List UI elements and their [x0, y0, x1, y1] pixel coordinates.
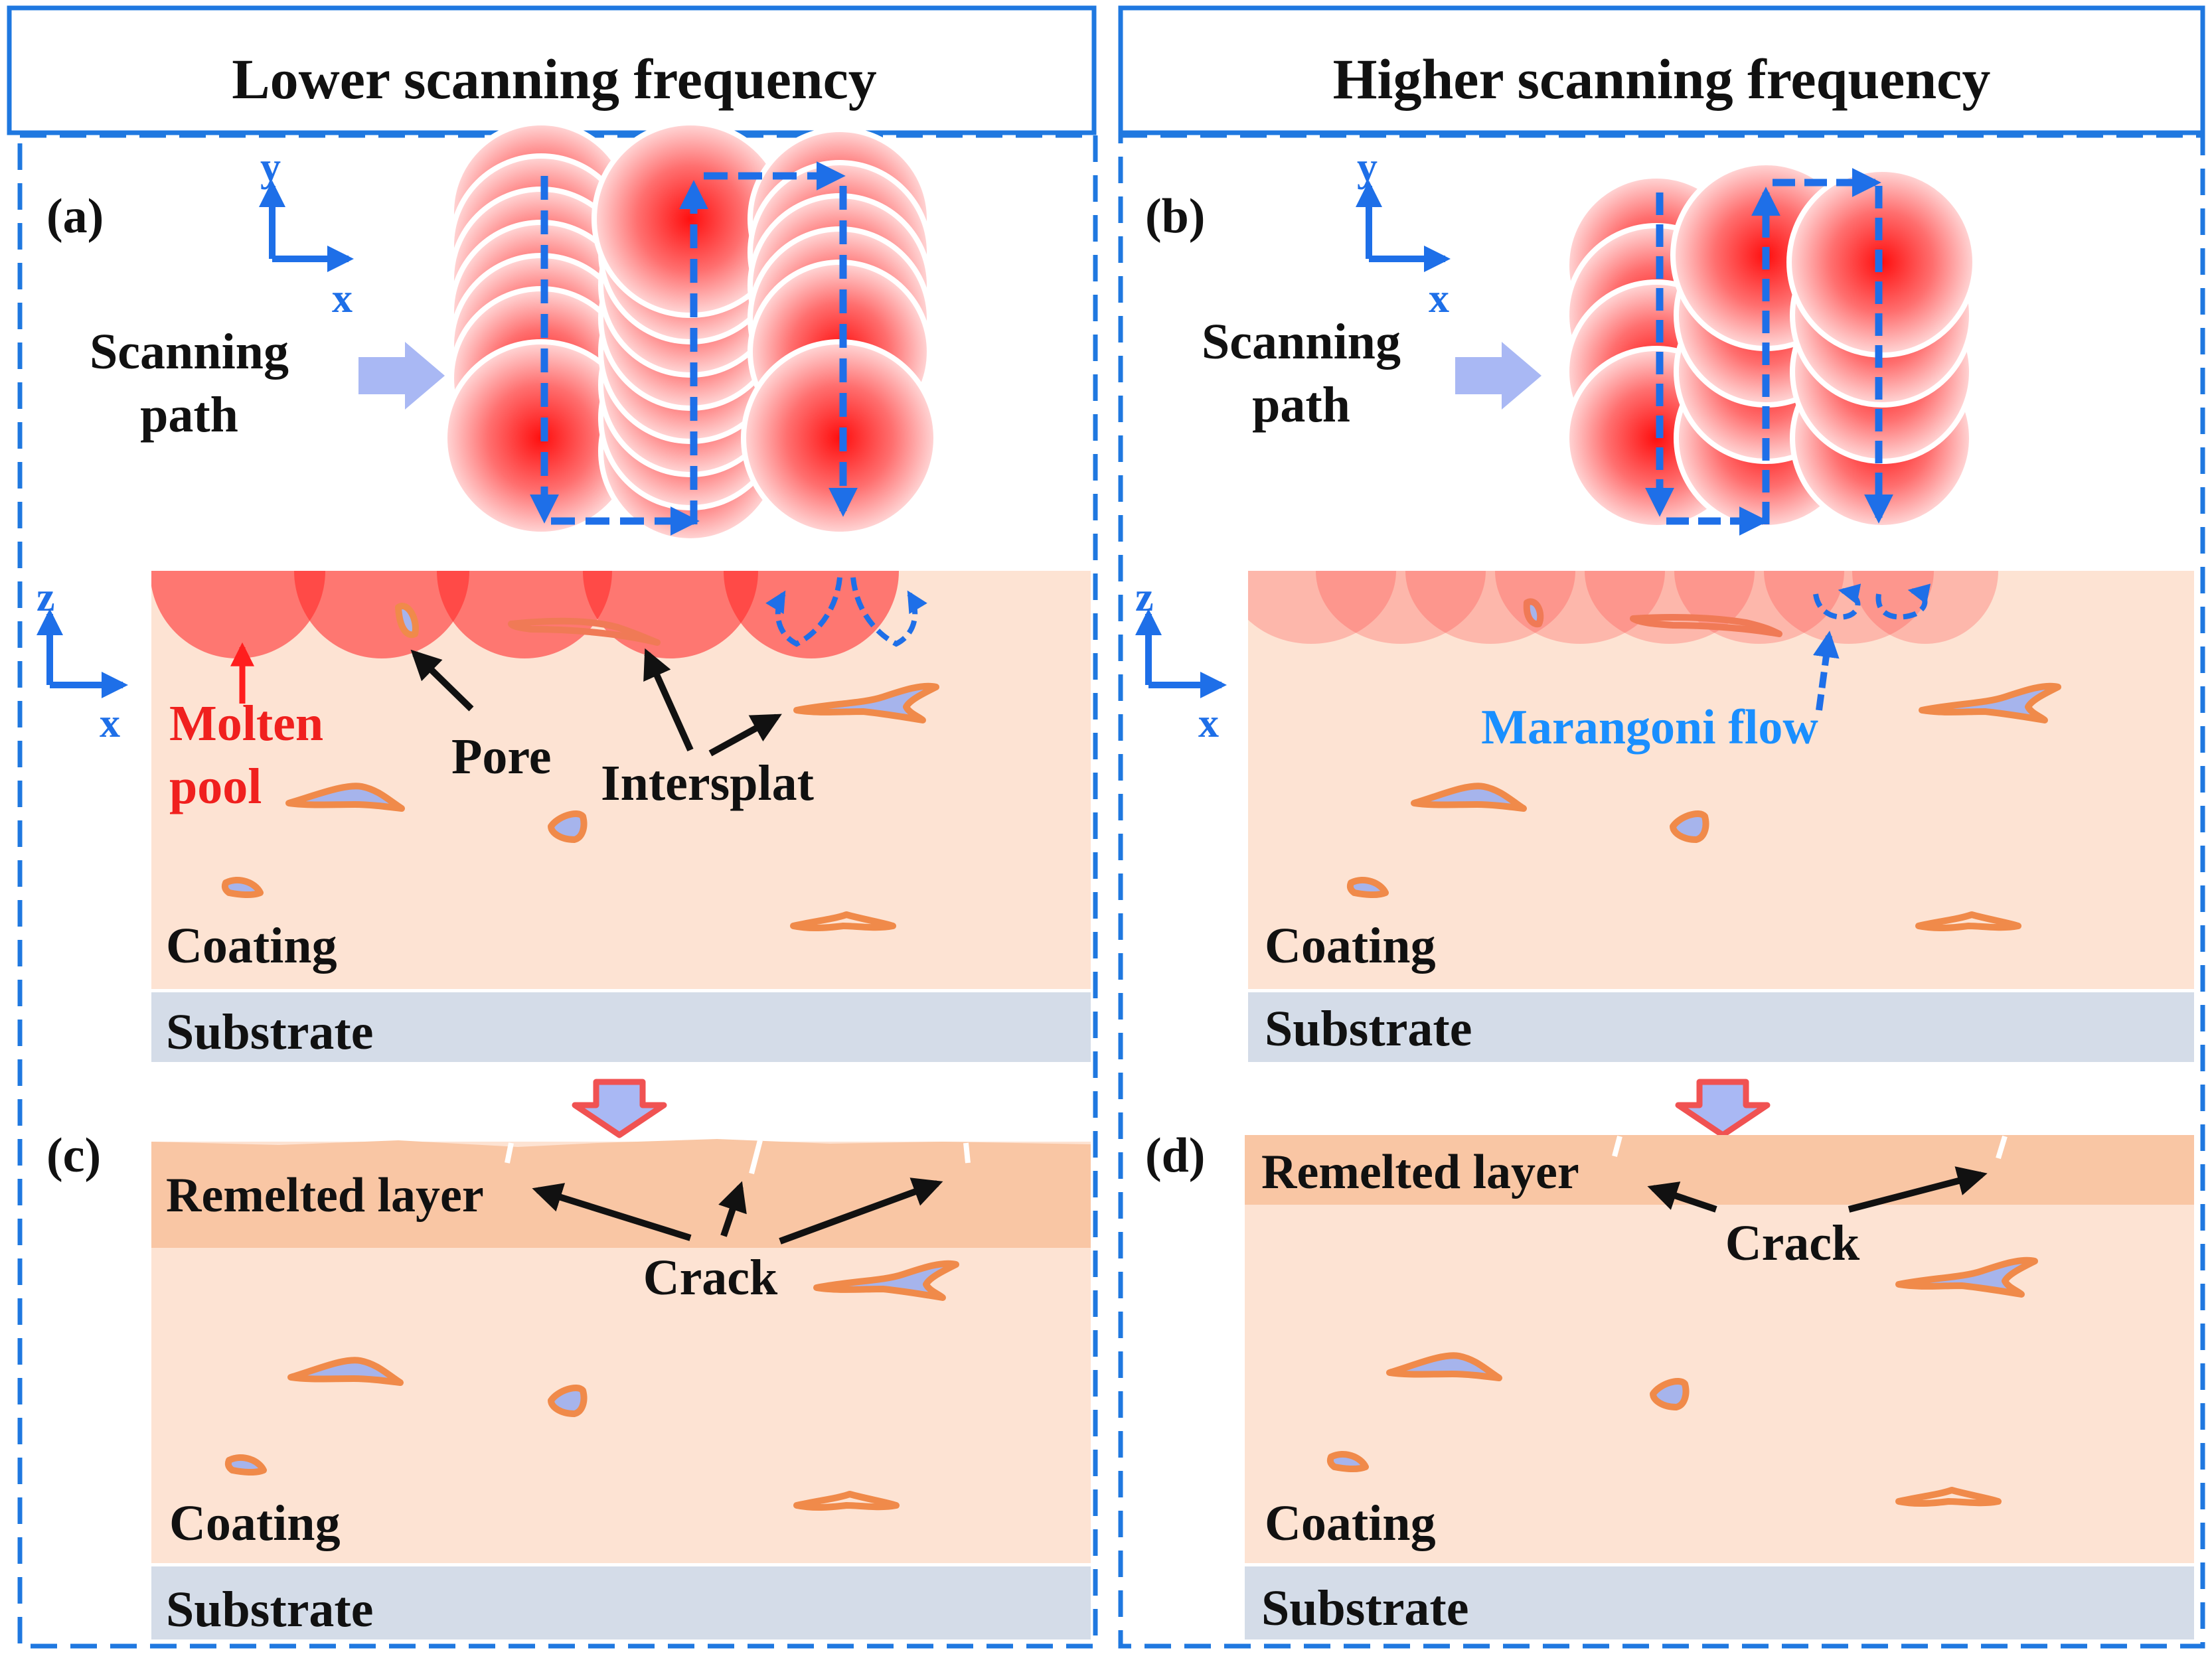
intersplat-pointer-1 — [643, 648, 694, 752]
defects-d — [1326, 1256, 2038, 1507]
intersplat-label: Intersplat — [601, 755, 814, 811]
coating-label-c: Coating — [169, 1495, 341, 1551]
path-label-b: path — [1252, 377, 1350, 433]
substrate-layer-b — [1248, 992, 2194, 1062]
substrate-layer-d — [1245, 1566, 2194, 1639]
defects-a — [221, 603, 939, 932]
defects-c — [224, 1260, 959, 1511]
remelted-label-d: Remelted layer — [1261, 1145, 1579, 1199]
axis-label-y-a: y — [260, 145, 281, 190]
remelted-layer-d — [1245, 1135, 2194, 1205]
xz-axes-a: z x — [37, 575, 128, 746]
laser-spots-a — [442, 120, 939, 544]
panel-label-d: (d) — [1145, 1128, 1205, 1183]
laser-spots-b — [1564, 160, 1978, 536]
remelted-label-c: Remelted layer — [166, 1168, 484, 1223]
substrate-label-a: Substrate — [166, 1004, 373, 1060]
xy-axes-b: y x — [1356, 145, 1451, 321]
substrate-label-c: Substrate — [166, 1582, 373, 1637]
scanning-label-b: Scanning — [1202, 314, 1401, 370]
pore-label: Pore — [451, 729, 552, 785]
cross-section-a: Molten pool Pore Intersplat Coating Subs… — [151, 571, 1091, 1062]
scanning-label-a: Scanning — [90, 324, 289, 380]
axis-label-z-a: z — [37, 575, 55, 620]
transition-arrow-left — [572, 1079, 667, 1138]
pore-pointer — [410, 649, 474, 712]
substrate-label-b: Substrate — [1265, 1001, 1472, 1057]
remelted-section-d: Remelted layer Crack Coating Substrate — [1245, 1135, 2194, 1639]
crack-pointer-d1 — [1647, 1181, 1717, 1213]
axis-label-y-b: y — [1357, 145, 1378, 190]
marangoni-label: Marangoni flow — [1481, 700, 1818, 755]
substrate-layer-c — [151, 1566, 1091, 1639]
panel-label-c: (c) — [46, 1128, 101, 1183]
crack-pointer-c2 — [718, 1181, 747, 1237]
substrate-label-d: Substrate — [1261, 1580, 1468, 1636]
marangoni-loops-b — [1813, 583, 1931, 620]
coating-layer-d — [1245, 1135, 2194, 1563]
transition-arrow-right — [1675, 1079, 1771, 1138]
cracks-d — [1612, 1135, 2008, 1160]
substrate-layer-a — [151, 992, 1091, 1062]
coating-label-d: Coating — [1265, 1495, 1436, 1551]
intersplat-pointer-2 — [708, 714, 782, 757]
axis-label-x-a2: x — [100, 701, 120, 746]
pool-label: pool — [169, 759, 262, 814]
coating-label-a: Coating — [166, 918, 337, 974]
remelted-layer-c — [151, 1139, 1091, 1248]
axis-label-x-b2: x — [1198, 701, 1219, 746]
xz-axes-b: z x — [1135, 575, 1227, 746]
defects-b — [1346, 598, 2061, 932]
axis-label-z-b: z — [1135, 575, 1154, 620]
coating-label-b: Coating — [1265, 918, 1436, 974]
marangoni-pointer — [1812, 631, 1840, 711]
panel-label-b: (b) — [1145, 189, 1205, 244]
axis-label-x-b: x — [1429, 276, 1449, 321]
left-panel-title: Lower scanning frequency — [232, 47, 877, 111]
scanning-direction-arrow-a — [358, 342, 445, 410]
crack-pointer-c3 — [779, 1177, 943, 1245]
xy-axes-a: y x — [259, 145, 354, 321]
path-label-a: path — [140, 387, 238, 443]
crack-label-c: Crack — [643, 1250, 778, 1306]
right-panel-title: Higher scanning frequency — [1333, 47, 1991, 111]
cracks-c — [505, 1139, 971, 1175]
axis-label-x-a: x — [332, 276, 353, 321]
crack-label-d: Crack — [1725, 1215, 1860, 1271]
crack-pointer-d2 — [1848, 1166, 1988, 1213]
coating-layer-b — [1248, 571, 2194, 989]
scanning-direction-arrow-b — [1455, 342, 1541, 410]
panel-label-a: (a) — [46, 189, 104, 244]
molten-label: Molten — [169, 696, 323, 751]
marangoni-loops-a — [765, 577, 927, 647]
crack-pointer-c1 — [532, 1183, 692, 1241]
cross-section-b: Marangoni flow Coating Substrate — [1248, 571, 2194, 1062]
remelted-section-c: Remelted layer Crack Coating Substrate — [151, 1139, 1091, 1639]
